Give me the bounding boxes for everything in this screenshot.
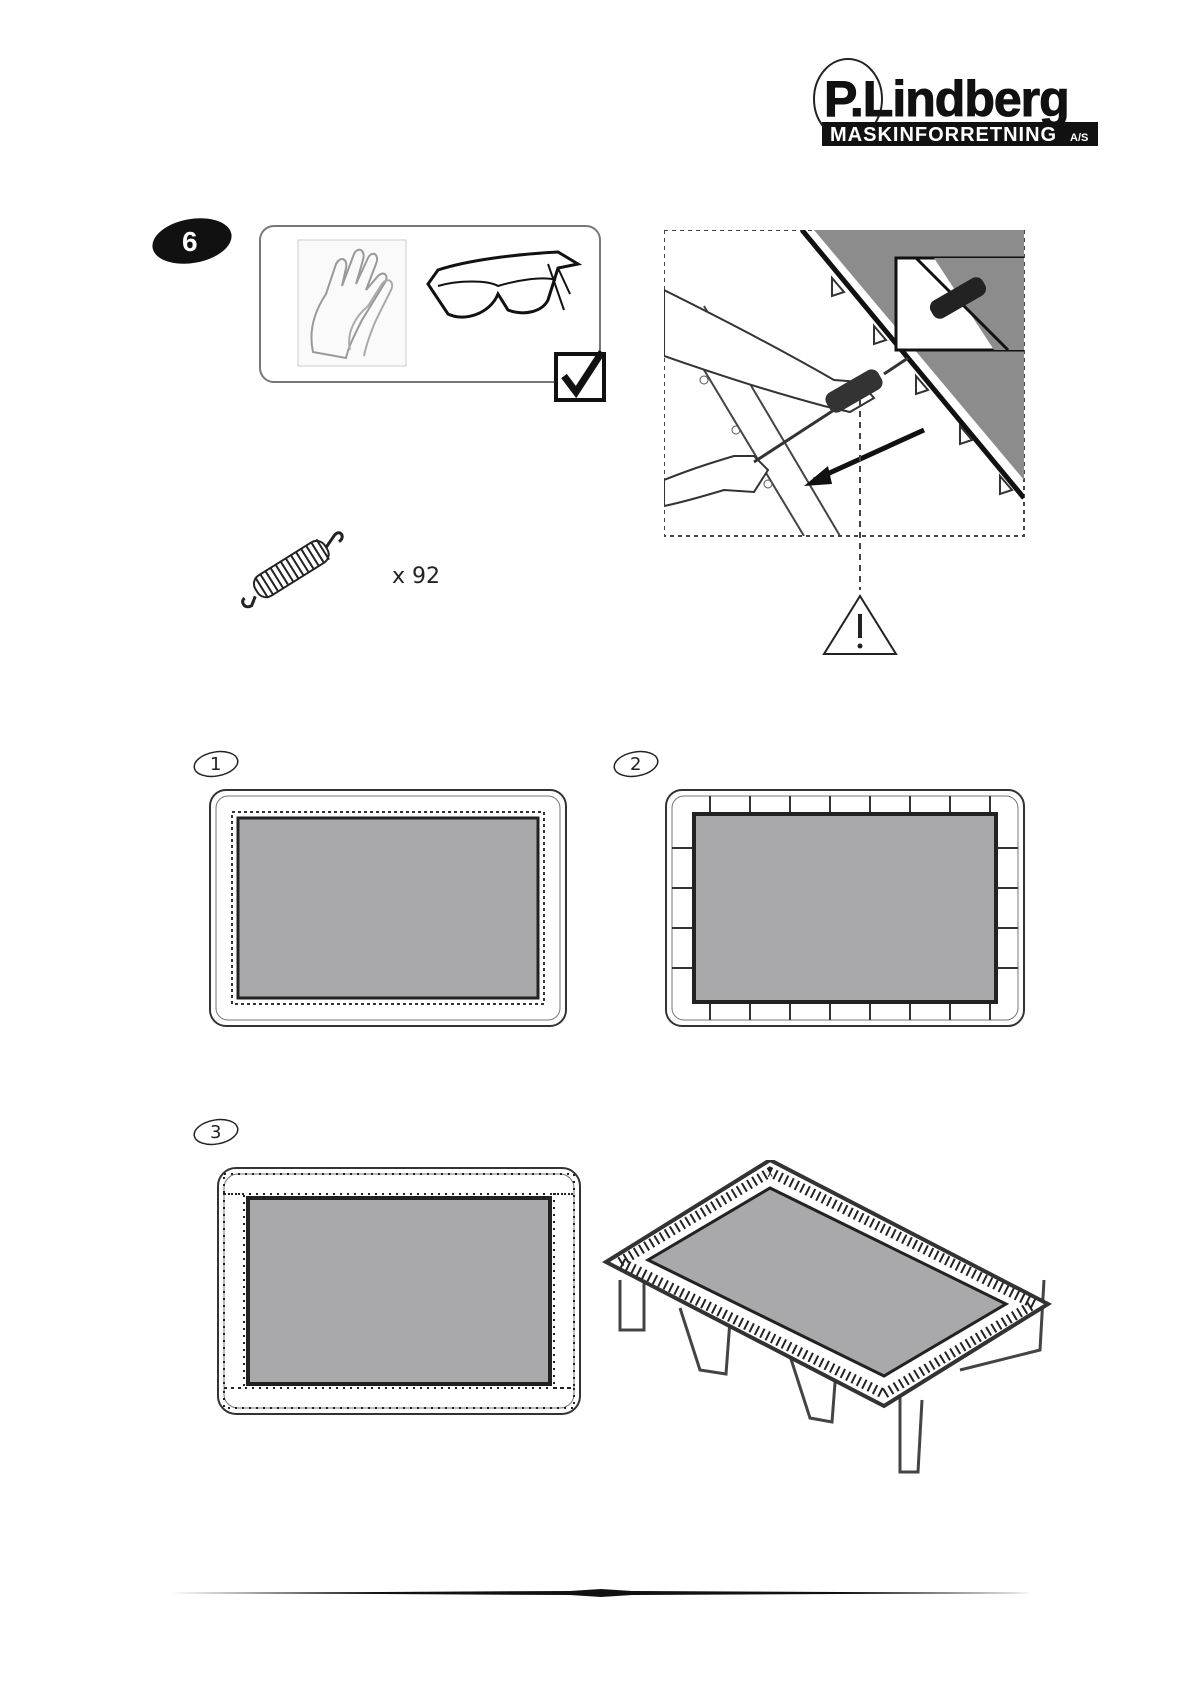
sequence-label-badge: 3 <box>192 1116 239 1147</box>
spring-icon <box>228 520 358 616</box>
sequence-label: 1 <box>210 754 221 775</box>
spring-quantity: x 92 <box>392 564 440 589</box>
brand-subtitle: MASKINFORRETNING <box>830 124 1057 146</box>
sequence-step-1: 1 <box>190 748 580 1034</box>
sequence-step-3: 3 <box>190 1116 590 1420</box>
safety-equipment-panel <box>258 224 608 406</box>
brand-suffix: A/S <box>1070 132 1088 144</box>
step-number: 6 <box>182 226 198 257</box>
sequence-label: 3 <box>210 1122 221 1143</box>
spring-installation-figure <box>664 230 1034 670</box>
checkbox-icon <box>556 352 604 400</box>
sequence-label-badge: 2 <box>612 748 659 779</box>
spring-part <box>228 520 358 616</box>
sequence-label-badge: 1 <box>192 748 239 779</box>
trampoline-perspective-view <box>600 1160 1060 1480</box>
mat <box>248 1198 550 1384</box>
sequence-step-2: 2 <box>610 748 1030 1034</box>
footer-divider <box>170 1588 1032 1598</box>
brand-logo: P.Lindberg MASKINFORRETNING A/S <box>808 54 1098 146</box>
brand-name: P.Lindberg <box>824 71 1069 127</box>
warning-icon <box>824 596 896 654</box>
sequence-label: 2 <box>630 754 641 775</box>
step-badge: 6 <box>150 215 234 267</box>
gloves-icon <box>298 240 406 366</box>
mat <box>694 814 996 1002</box>
mat <box>238 818 538 998</box>
